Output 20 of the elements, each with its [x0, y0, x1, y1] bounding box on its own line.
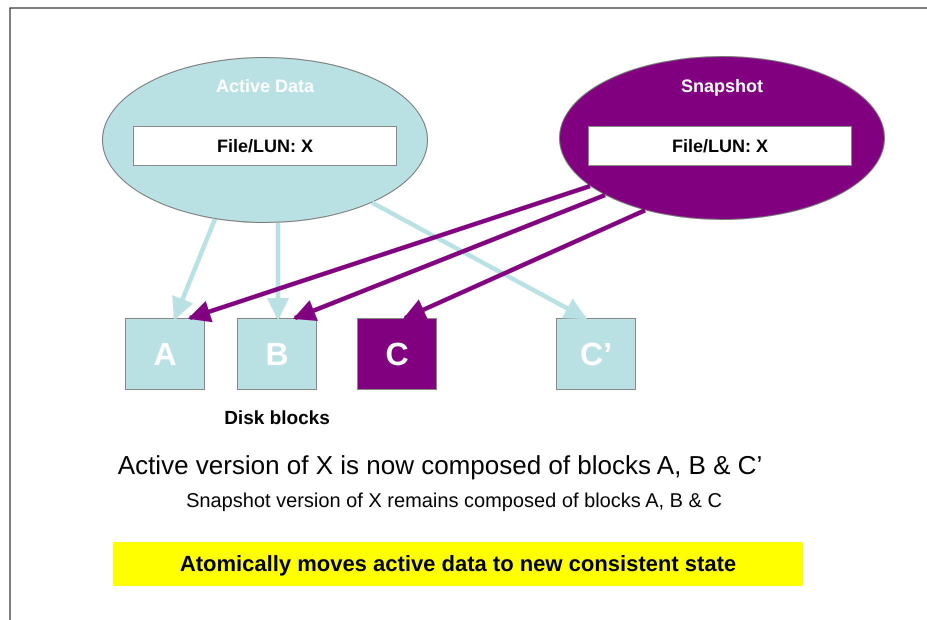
- ellipse-title: Active Data: [214, 76, 316, 98]
- caption-label: Disk blocks: [223, 408, 331, 430]
- note-sentence: Active version of X is now composed of blocks A, B & C’: [116, 450, 764, 481]
- disk-block: B: [237, 318, 317, 390]
- ellipse-title: Snapshot: [680, 76, 764, 98]
- arrow: [172, 218, 218, 320]
- disk-block: A: [125, 318, 205, 390]
- arrow: [188, 184, 591, 322]
- disk-block: C’: [556, 318, 636, 390]
- file-label-box: File/LUN: X: [588, 126, 852, 166]
- arrow: [292, 193, 606, 321]
- storage-ellipse: [559, 56, 885, 220]
- file-label-box: File/LUN: X: [133, 126, 397, 166]
- storage-ellipse: [102, 57, 428, 223]
- disk-block: C: [357, 318, 437, 390]
- arrow: [370, 200, 587, 320]
- arrow: [266, 222, 290, 320]
- note-sentence: Snapshot version of X remains composed of blocks A, B & C: [185, 490, 723, 513]
- highlight-banner: Atomically moves active data to new consistent state: [113, 542, 803, 586]
- arrow: [402, 208, 646, 320]
